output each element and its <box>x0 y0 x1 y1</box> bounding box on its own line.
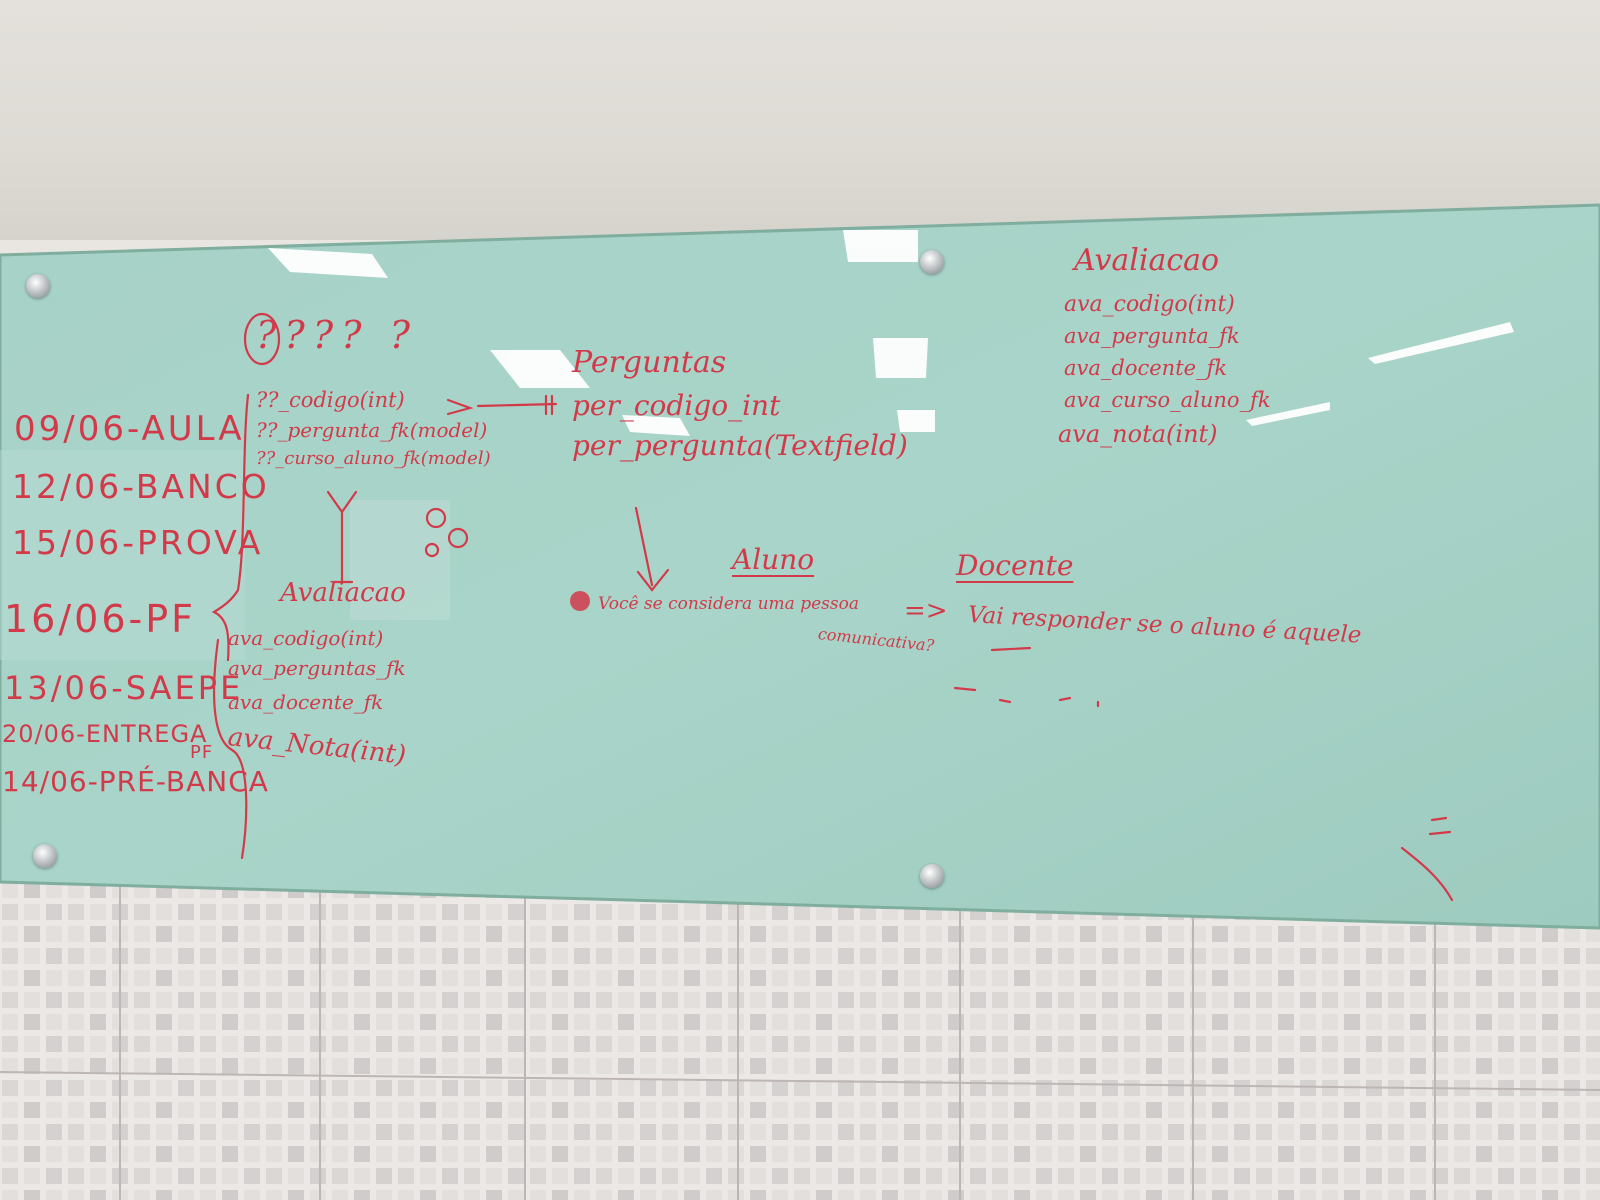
avaliacao-left-title: Avaliacao <box>280 578 406 608</box>
avaliacao-right-line: ava_codigo(int) <box>1064 292 1235 317</box>
avaliacao-right-line: ava_curso_aluno_fk <box>1064 388 1271 412</box>
schedule-line: 12/06-BANCO <box>12 467 270 506</box>
mount-pin-top-left <box>26 274 50 298</box>
mount-pin-bottom-left <box>33 844 57 868</box>
avaliacao-right-line: ava_nota(int) <box>1058 420 1218 448</box>
docente-label: Docente <box>956 549 1074 582</box>
left-block-line: ??_curso_aluno_fk(model) <box>256 448 491 469</box>
perguntas-line: per_pergunta(Textfield) <box>572 429 908 462</box>
tile-pattern <box>0 880 1600 1200</box>
mount-pin-top-middle <box>920 250 944 274</box>
perguntas-line: per_codigo_int <box>572 389 781 422</box>
avaliacao-left-line: ava_docente_fk <box>228 690 384 714</box>
avaliacao-right-line: ava_pergunta_fk <box>1064 324 1240 348</box>
schedule-line: 14/06-PRÉ-BANCA <box>2 765 269 798</box>
question-text: Você se considera uma pessoa <box>598 594 859 614</box>
mount-pin-bottom-middle <box>920 864 944 888</box>
schedule-line: 09/06-AULA <box>14 409 245 449</box>
question-marks: ???? ? <box>256 313 418 357</box>
wall <box>0 0 1600 240</box>
schedule-line: 16/06-PF <box>4 597 196 641</box>
schedule-line: 13/06-SAEPE <box>4 669 244 707</box>
tiled-wall <box>0 880 1600 1200</box>
avaliacao-right-line: ava_docente_fk <box>1064 356 1228 380</box>
left-block-line: ??_pergunta_fk(model) <box>256 418 488 442</box>
avaliacao-right-title: Avaliacao <box>1074 243 1220 278</box>
avaliacao-left-line: ava_codigo(int) <box>228 626 384 650</box>
perguntas-title: Perguntas <box>572 345 727 380</box>
schedule-line: 15/06-PROVA <box>12 523 264 562</box>
arrow-symbol: => <box>904 596 948 626</box>
aluno-label: Aluno <box>732 543 815 576</box>
schedule-line: PF <box>190 742 214 763</box>
left-block-line: ??_codigo(int) <box>256 388 405 412</box>
avaliacao-left-line: ava_perguntas_fk <box>228 656 406 680</box>
schedule-line: 20/06-ENTREGA <box>2 720 208 748</box>
